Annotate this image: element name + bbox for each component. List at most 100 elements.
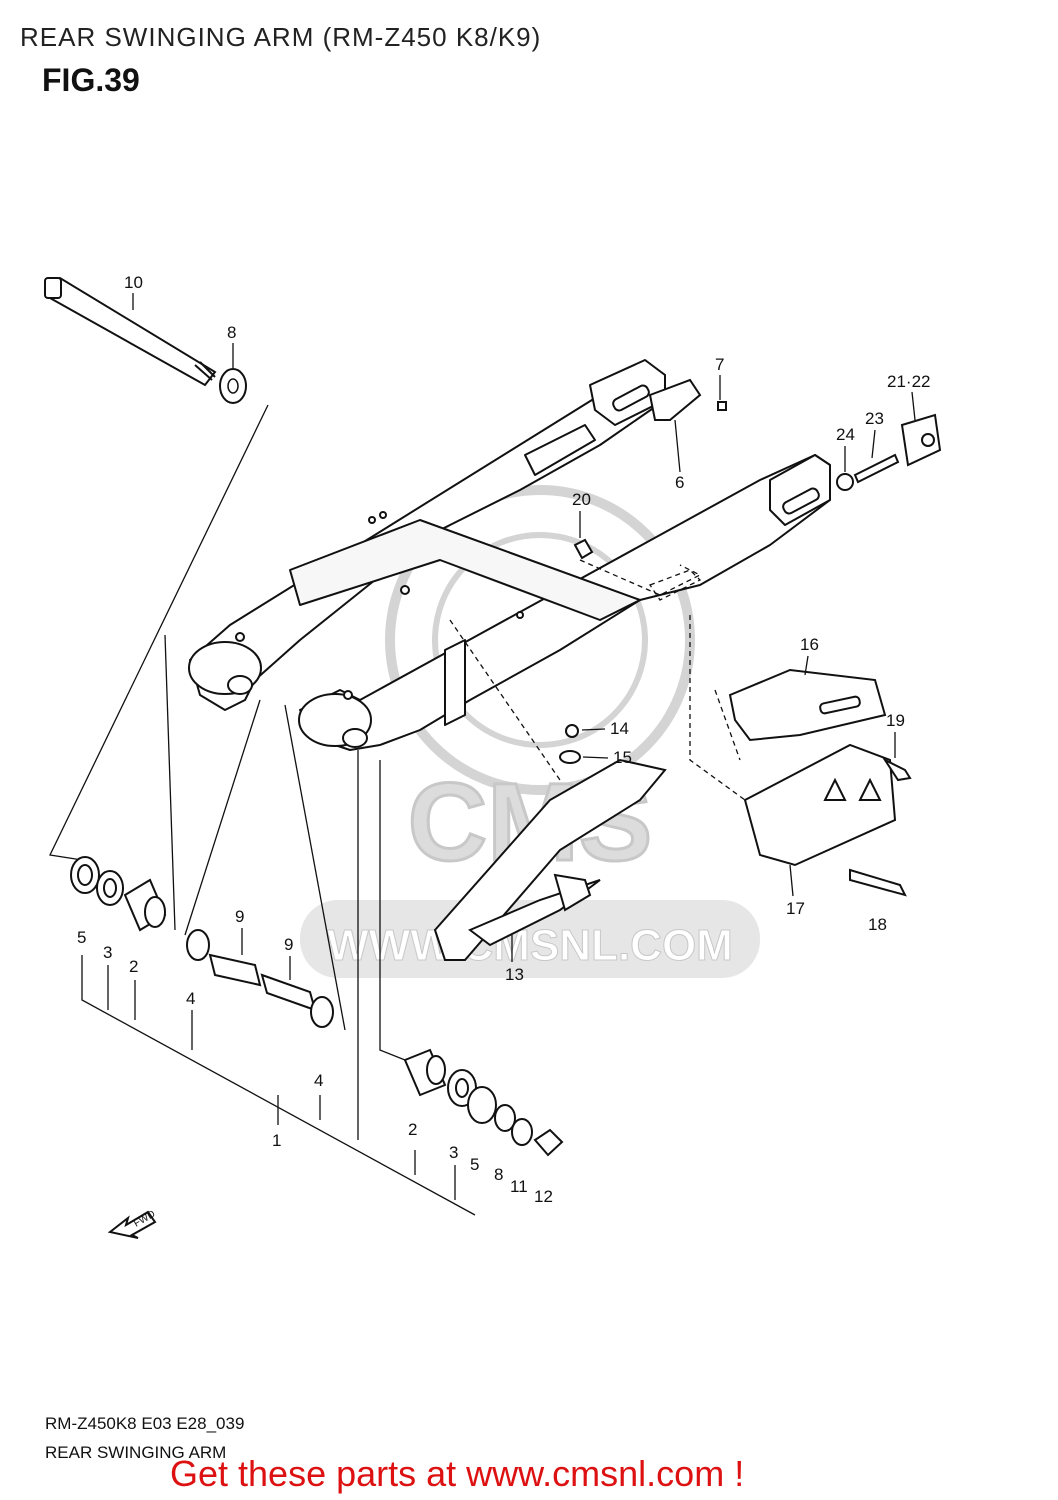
bolt-23 [853,453,900,484]
page-title: REAR SWINGING ARM (RM-Z450 K8/K9) [20,22,542,52]
tick [804,655,809,676]
seal-3-left-inner [103,878,117,898]
guide-17-cutout [858,777,882,801]
callout-13: 13 [505,965,524,984]
adjuster-hole [921,433,935,447]
washer-4-right [310,996,334,1028]
watermark-url-band [300,900,760,978]
collar-9-b [260,973,317,1012]
guide-17 [743,743,897,867]
callout-11: 11 [510,1177,528,1196]
linkage-plate [444,639,466,726]
chain-guide [728,668,912,897]
figure-label: FIG.39 [42,62,140,98]
callout-15: 15 [613,748,632,767]
line-bearing-left [164,634,176,931]
washer-8-right [494,1104,516,1132]
callout-14: 14 [610,719,629,738]
callout-2-left: 2 [129,957,138,976]
callout-3-right: 3 [449,1143,458,1162]
tick [581,728,606,731]
callout-21-22: 21·22 [887,372,930,391]
pivot-bolt-shaft [46,276,217,387]
left-axle-slot [612,384,650,412]
callout-1: 1 [272,1131,281,1150]
leader-16 [714,689,741,761]
swing-arm [188,359,831,751]
callout-24: 24 [836,425,855,444]
leader-17 [689,615,746,801]
callout-leaders [132,293,916,980]
seal-5-left-inner [77,864,93,886]
washer-8-top-hole [227,378,239,394]
line-bearing-right [379,760,406,1061]
guide-17-cutout [823,777,847,801]
bolt-18 [849,868,907,897]
callout-17: 17 [786,899,805,918]
callout-12: 12 [534,1187,553,1206]
tick [911,391,916,421]
callout-2-right: 2 [408,1120,417,1139]
pivot-bolt-thread [199,361,216,378]
callouts: 10 8 7 21·22 23 24 6 20 16 19 14 15 17 1… [77,273,930,1206]
washer-11 [511,1118,533,1146]
callout-8-right: 8 [494,1165,503,1184]
pivot-bolt-thread [194,364,213,381]
slider-13-end [553,873,592,912]
bolt-19 [882,757,912,782]
guide-16-slot [819,695,861,715]
callout-10: 10 [124,273,143,292]
seal-3-right-inner [455,1078,469,1098]
chain-slider [433,724,667,961]
mount-hole [379,511,387,519]
guide-16 [728,668,887,742]
diagram-name: REAR SWINGING ARM [45,1443,227,1462]
leader-20 [579,559,702,596]
callout-9-a: 9 [235,907,244,926]
tick [789,864,794,897]
callout-8: 8 [227,323,236,342]
mount-hole [235,632,245,642]
pivot-bolt [44,276,217,387]
mount-hole [368,516,376,524]
left-bearing-group [70,856,334,1028]
mount-hole [516,611,524,619]
callout-7: 7 [715,355,724,374]
callout-3-left: 3 [103,943,112,962]
left-pivot-bore [227,675,253,695]
nut-20 [573,538,594,560]
callout-6: 6 [675,473,684,492]
tick [674,419,681,473]
callout-5-left: 5 [77,928,86,947]
right-axle-slot [782,487,820,515]
washer-15 [559,750,581,764]
collar-9-a [208,953,262,987]
upper-block [524,424,596,476]
nut-12 [533,1128,564,1157]
pivot-bolt-head [44,277,62,299]
right-pivot-bore [342,728,368,748]
right-axle-end [769,454,831,526]
callout-5-right: 5 [470,1155,479,1174]
washer-4-left [186,929,210,961]
diagram-code: RM-Z450K8 E03 E28_039 [45,1414,245,1433]
chain-adjuster [573,378,942,560]
callout-16: 16 [800,635,819,654]
bearing-2-left-face [144,896,166,928]
mount-hole [400,585,410,595]
washer-24 [836,473,854,491]
seal-5-right [467,1086,497,1124]
leader-lines [449,559,746,801]
callout-18: 18 [868,915,887,934]
cta-link[interactable]: Get these parts at www.cmsnl.com ! [170,1453,745,1494]
callout-4-right: 4 [314,1071,323,1090]
fwd-arrow: FWD [107,1209,157,1239]
callout-9-b: 9 [284,935,293,954]
leader-slot [649,569,702,601]
callout-23: 23 [865,409,884,428]
line-collar-left [184,699,261,936]
watermark-ring [385,485,695,795]
watermark-url: WWW.CMSNL.COM [327,921,733,970]
fwd-arrow-icon [107,1210,157,1239]
bracket-1 [81,955,476,1216]
